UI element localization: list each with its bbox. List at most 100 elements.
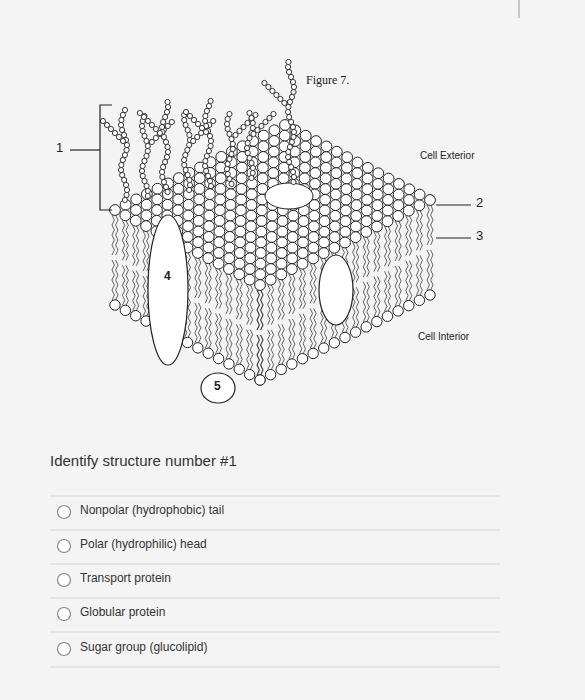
lipid-head (131, 194, 142, 205)
sugar-bead (124, 142, 129, 147)
sugar-bead (191, 117, 196, 122)
lipid-head (425, 290, 435, 300)
sugar-bead (160, 174, 165, 179)
lipid-tail (205, 263, 207, 303)
lipid-head (269, 136, 280, 147)
lipid-head (414, 189, 425, 200)
lipid-head (319, 343, 329, 353)
lipid-head (342, 152, 353, 163)
lipid-tail (143, 231, 145, 271)
lipid-head (213, 248, 224, 259)
lipid-head (352, 168, 363, 179)
sugar-bead (288, 74, 293, 79)
sugar-bead (183, 152, 188, 157)
sugar-bead (182, 157, 187, 162)
sugar-bead (122, 107, 127, 112)
lipid-head (258, 130, 269, 141)
lipid-tail (219, 314, 221, 354)
lipid-tail (195, 258, 197, 298)
lipid-head (255, 248, 266, 259)
lipid-head (330, 221, 341, 232)
leader-line (436, 238, 471, 239)
sugar-bead (140, 128, 145, 133)
lipid-head (214, 237, 225, 248)
lipid-tail (261, 335, 263, 375)
sugar-bead (123, 182, 128, 187)
lipid-head (393, 200, 404, 211)
sugar-bead (241, 124, 246, 129)
lipid-head (183, 221, 194, 232)
lipid-tail (300, 314, 302, 354)
sugar-bead (163, 139, 168, 144)
lipid-head (300, 152, 311, 163)
lipid-head (341, 162, 352, 173)
sugar-bead (121, 132, 126, 137)
sugar-bead (230, 141, 235, 146)
lipid-tail (226, 274, 228, 314)
lipid-tail (385, 271, 387, 311)
lipid-tail (247, 330, 249, 370)
sugar-bead (142, 178, 147, 183)
lipid-head (340, 332, 350, 342)
sugar-bead (229, 151, 234, 156)
sugar-bead (112, 130, 117, 135)
sugar-bead (157, 130, 162, 135)
lipid-head (287, 232, 298, 243)
sugar-bead (118, 167, 123, 172)
sugar-bead (159, 169, 164, 174)
lipid-tail (226, 319, 228, 359)
sugar-bead (286, 104, 291, 109)
lipid-head (120, 305, 130, 315)
sugar-bead (163, 184, 168, 189)
lipid-tail (116, 260, 118, 300)
sugar-bead (122, 152, 127, 157)
sugar-bead (183, 167, 188, 172)
sugar-bead (187, 142, 192, 147)
lipid-tail (112, 260, 114, 300)
channel-protein (265, 183, 313, 209)
lipid-head (352, 178, 363, 189)
lipid-tail (143, 276, 145, 316)
lipid-head (372, 189, 383, 200)
figure-title: Figure 7. (306, 74, 349, 88)
lipid-head (173, 194, 184, 205)
lipid-head (276, 364, 286, 374)
lipid-head (371, 221, 382, 232)
sugar-bead (262, 80, 267, 85)
sugar-bead (182, 117, 187, 122)
separator-line (50, 530, 500, 531)
leader-line (436, 205, 471, 206)
sugar-bead (287, 159, 292, 164)
separator-line (50, 632, 500, 633)
lipid-head (320, 173, 331, 184)
lipid-head (234, 269, 245, 280)
lipid-head (361, 205, 372, 216)
lipid-head (362, 162, 373, 173)
lipid-head (234, 248, 245, 259)
sugar-bead (266, 84, 271, 89)
lipid-tail (377, 232, 379, 272)
lipid-head (330, 189, 341, 200)
sugar-bead (208, 183, 213, 188)
sugar-bead (206, 173, 211, 178)
lipid-head (321, 141, 332, 152)
lipid-tail (395, 266, 397, 306)
sugar-bead (287, 114, 292, 119)
lipid-head (298, 216, 309, 227)
lipid-tail (112, 215, 114, 255)
sugar-bead (204, 168, 209, 173)
lipid-tail (247, 285, 249, 325)
sugar-bead (206, 103, 211, 108)
lipid-head (319, 237, 330, 248)
lipid-head (234, 258, 245, 269)
lipid-head (297, 248, 308, 259)
lipid-tail (122, 220, 124, 260)
sugar-bead (207, 133, 212, 138)
sugar-bead (237, 128, 242, 133)
lipid-tail (282, 324, 284, 364)
lipid-tail (289, 319, 291, 359)
lipid-head (300, 130, 311, 141)
lipid-head (393, 189, 404, 200)
lipid-head (340, 226, 351, 237)
